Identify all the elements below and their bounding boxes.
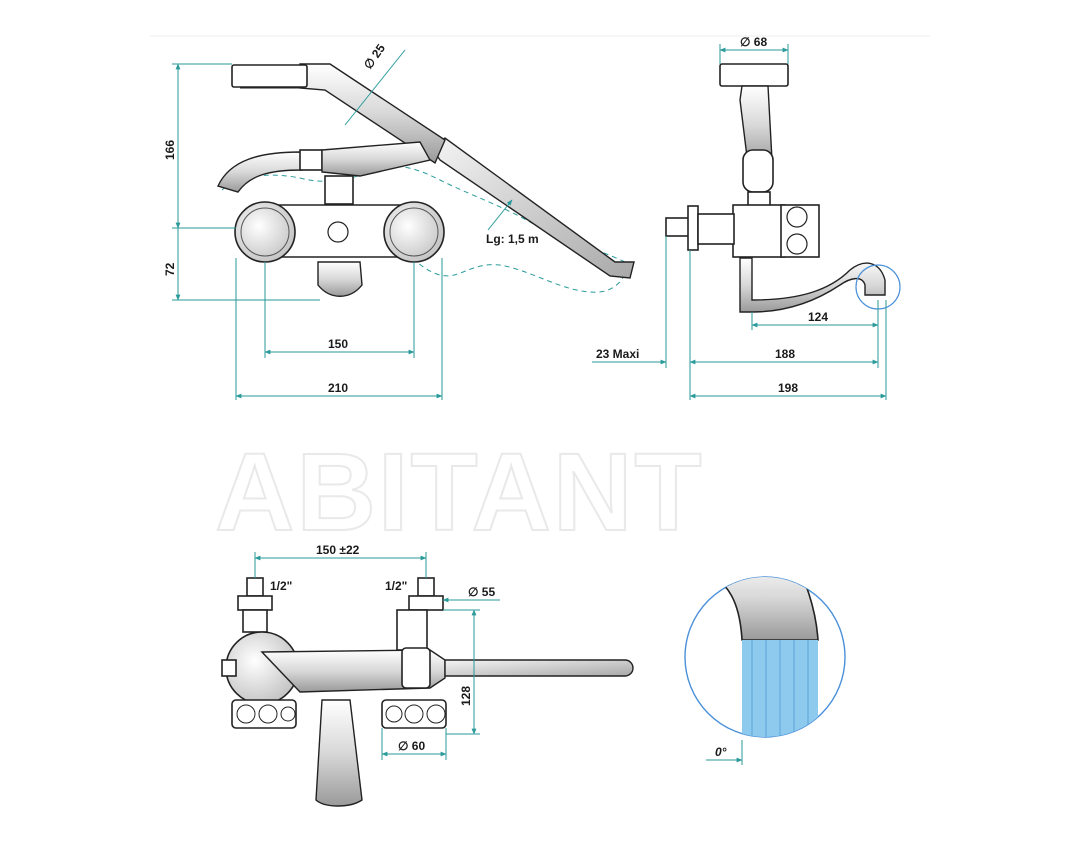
- left-inlet-thread: [246, 577, 264, 597]
- top-view: 150 ±22 1/2" 1/2" ∅ 55 128 ∅ 60: [221, 543, 634, 807]
- top-hose: [444, 659, 634, 677]
- dim-150: 150: [328, 337, 348, 351]
- dim-188: 188: [775, 347, 795, 361]
- shower-hose: [431, 137, 635, 279]
- side-shower-head: [719, 63, 789, 87]
- dim-d25: ∅ 25: [361, 41, 388, 72]
- detail-view: 0°: [684, 576, 846, 765]
- label-right-inlet: 1/2": [385, 579, 407, 593]
- watermark: ABITANT: [215, 431, 704, 554]
- dim-124: 124: [808, 310, 828, 324]
- dim-128: 128: [459, 686, 473, 706]
- center-cap: [327, 221, 349, 243]
- top-left-cap: [221, 659, 237, 677]
- front-view: ∅ 25 166 72 Lg: 1,5 m 150 210: [163, 41, 635, 400]
- right-inlet-thread: [417, 577, 435, 597]
- left-inlet-nut: [237, 595, 273, 611]
- right-inlet-nut: [408, 595, 444, 611]
- side-stem: [747, 191, 771, 207]
- top-spout: [315, 699, 363, 807]
- dim-line-d25: [344, 49, 406, 126]
- side-spout: [739, 257, 886, 313]
- side-view: ∅ 68 124 23 Maxi 188 198: [592, 35, 901, 400]
- dim-angle-0: 0°: [715, 745, 727, 759]
- dim-198: 198: [778, 381, 798, 395]
- dim-d68: ∅ 68: [740, 35, 767, 49]
- dim-23-maxi: 23 Maxi: [596, 347, 639, 361]
- diverter-ring: [299, 149, 323, 171]
- outlet-nozzle: [317, 261, 363, 297]
- body-stem: [324, 175, 354, 205]
- left-inlet-pipe: [242, 609, 268, 633]
- dim-210: 210: [328, 381, 348, 395]
- side-body: [732, 204, 786, 258]
- dim-166: 166: [163, 140, 177, 160]
- top-diverter: [401, 647, 431, 689]
- shower-head: [231, 64, 308, 88]
- dim-150-22: 150 ±22: [316, 543, 360, 557]
- label-left-inlet: 1/2": [270, 579, 292, 593]
- side-connector: [697, 213, 735, 245]
- spout: [217, 151, 303, 193]
- dim-d55: ∅ 55: [468, 585, 495, 599]
- diverter-body: [321, 141, 432, 177]
- side-flange: [687, 205, 699, 251]
- dim-d60: ∅ 60: [398, 739, 425, 753]
- dim-72: 72: [163, 262, 177, 276]
- right-handle: [383, 201, 445, 263]
- side-holder: [742, 149, 774, 193]
- right-inlet-pipe: [396, 609, 428, 651]
- left-handle: [234, 201, 296, 263]
- dim-hose-length: Lg: 1,5 m: [486, 232, 539, 246]
